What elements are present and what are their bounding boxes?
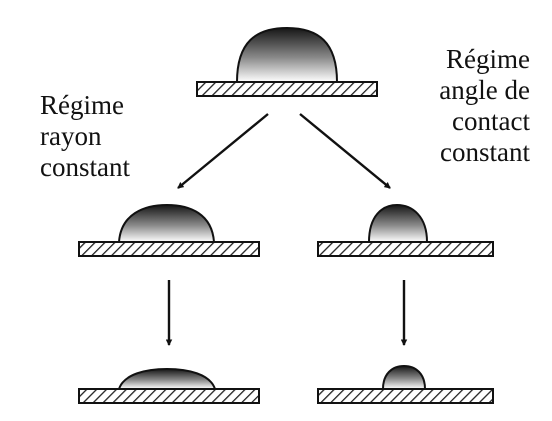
initial-droplet <box>235 26 339 83</box>
arrow-to-constant-radius <box>177 113 269 189</box>
label-left-line-2: rayon <box>40 121 102 151</box>
substrate-right-middle <box>317 241 494 257</box>
label-right-line-2: angle de <box>439 75 530 105</box>
label-right-line-4: constant <box>440 137 530 167</box>
substrate-top <box>196 81 378 97</box>
substrate-right-bottom <box>317 388 494 404</box>
label-constant-angle-regime: Régime angle de contact constant <box>439 44 530 168</box>
constant-angle-stage-1 <box>317 203 494 257</box>
constant-radius-stage-2 <box>78 367 260 404</box>
droplet-constant-angle-2 <box>381 364 427 390</box>
substrate-left-middle <box>78 241 260 257</box>
label-left-line-1: Régime <box>40 90 124 120</box>
label-right-line-1: Régime <box>446 44 530 74</box>
constant-radius-stage-1 <box>78 203 260 257</box>
arrow-to-constant-angle <box>299 113 391 189</box>
label-constant-radius-regime: Régime rayon constant <box>40 90 130 183</box>
droplet-constant-radius-1 <box>117 203 216 243</box>
droplet-constant-radius-2 <box>117 367 217 390</box>
label-left-line-3: constant <box>40 152 130 182</box>
label-right-line-3: contact <box>452 106 530 136</box>
droplet-constant-angle-1 <box>367 203 429 243</box>
substrate-left-bottom <box>78 388 260 404</box>
constant-angle-stage-2 <box>317 364 494 404</box>
initial-droplet-stage <box>196 26 378 97</box>
